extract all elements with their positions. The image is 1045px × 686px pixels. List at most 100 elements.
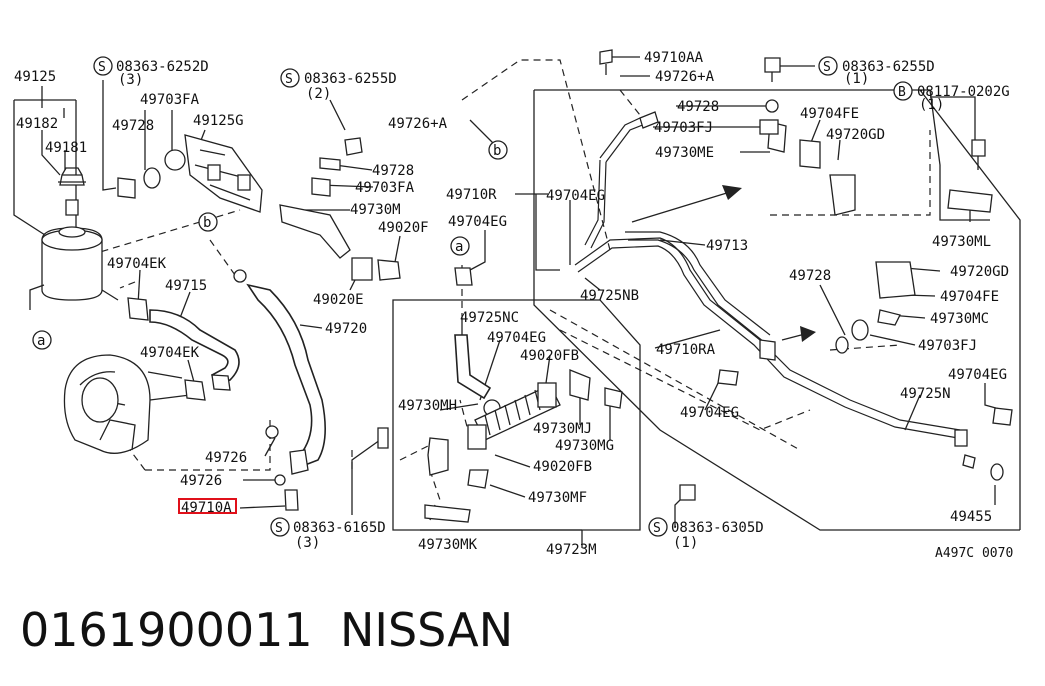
label-49730M[interactable]: 49730M [350,202,401,218]
label-08363-6255D-b[interactable]: 08363-6255D [842,59,935,75]
label-49725NB[interactable]: 49725NB [580,288,639,304]
label-49730MH[interactable]: 49730MH [398,398,457,414]
label-qty-1a: (1) [844,71,869,87]
label-49730MJ[interactable]: 49730MJ [533,421,592,437]
label-49125[interactable]: 49125 [14,69,56,85]
label-49704EG-e[interactable]: 49704EG [948,367,1007,383]
right-hardware [679,121,1013,501]
label-49125G[interactable]: 49125G [193,113,244,129]
marker-s-5: S [648,517,668,537]
highlight-box [178,498,237,514]
label-49720GD-b[interactable]: 49720GD [950,264,1009,280]
label-49730MG[interactable]: 49730MG [555,438,614,454]
label-49726-a[interactable]: 49726 [205,450,247,466]
label-49726A-b[interactable]: 49726+A [655,69,715,85]
marker-b-3: B [893,81,913,101]
marker-s-3: S [818,56,838,76]
label-49704EG-b[interactable]: 49704EG [487,330,546,346]
svg-text:b: b [203,215,211,231]
svg-text:S: S [653,521,661,536]
label-49703FJ-a[interactable]: 49703FJ [654,120,713,136]
pump-assembly [63,354,191,454]
label-49725NC[interactable]: 49725NC [460,310,519,326]
small-clamps [117,149,389,511]
label-49703FJ-b[interactable]: 49703FJ [918,338,977,354]
label-qty-2: (2) [306,86,331,102]
label-08117-0202G[interactable]: 08117-0202G [917,84,1010,100]
svg-text:b: b [493,143,501,159]
bracket-49125G [184,134,263,213]
svg-text:S: S [275,521,283,536]
label-49020E[interactable]: 49020E [313,292,364,308]
label-49710R[interactable]: 49710R [446,187,497,203]
label-49730ME[interactable]: 49730ME [655,145,714,161]
label-49728-d[interactable]: 49728 [789,268,831,284]
part-labels: 49125 49182 49181 08363-6252D (3) 49703F… [14,50,1010,558]
label-49720[interactable]: 49720 [325,321,367,337]
label-qty-3a: (3) [118,72,143,88]
label-49730ML[interactable]: 49730ML [932,234,991,250]
label-49704FE-b[interactable]: 49704FE [940,289,999,305]
label-49704EK-a[interactable]: 49704EK [107,256,167,272]
center-parts [424,267,623,523]
svg-text:a: a [455,239,463,255]
marker-b-2: b [488,140,508,160]
marker-a-1: a [32,330,52,350]
label-49715[interactable]: 49715 [165,278,207,294]
label-49720GD-a[interactable]: 49720GD [826,127,885,143]
svg-text:S: S [285,72,293,87]
label-49020F[interactable]: 49020F [378,220,429,236]
pipes-49713 [574,111,1004,481]
label-49710RA[interactable]: 49710RA [656,342,716,358]
reservoir-tank [29,167,119,310]
label-49725N[interactable]: 49725N [900,386,951,402]
label-49704EG-a[interactable]: 49704EG [448,214,507,230]
svg-text:a: a [37,333,45,349]
label-49704EK-b[interactable]: 49704EK [140,345,200,361]
label-49181[interactable]: 49181 [45,140,87,156]
label-49726A[interactable]: 49726+A [388,116,448,132]
svg-text:S: S [98,60,106,75]
label-49730MF[interactable]: 49730MF [528,490,587,506]
fittings-49703FA [279,137,401,281]
arrows [631,185,816,342]
label-49728-b[interactable]: 49728 [372,163,414,179]
label-49020FB-b[interactable]: 49020FB [533,459,592,475]
label-49726-b[interactable]: 49726 [180,473,222,489]
marker-a-2: a [450,236,470,256]
label-49182[interactable]: 49182 [16,116,58,132]
hose-49720 [233,269,326,475]
marker-s-4: S [270,517,290,537]
bolts [599,49,986,170]
label-08363-6252D[interactable]: 08363-6252D [116,59,209,75]
label-49713[interactable]: 49713 [706,238,748,254]
reference-code: A497C 0070 [935,546,1013,561]
label-qty-1c: (1) [673,535,698,551]
label-49730MK[interactable]: 49730MK [418,537,478,553]
label-49730MC[interactable]: 49730MC [930,311,989,327]
label-49704EG-d[interactable]: 49704EG [680,405,739,421]
label-49704EG-c[interactable]: 49704EG [546,188,605,204]
label-49703FA-b[interactable]: 49703FA [355,180,415,196]
label-49728-a[interactable]: 49728 [112,118,154,134]
marker-s-2: S [280,68,300,88]
label-49728-c[interactable]: 49728 [677,99,719,115]
label-49704FE-a[interactable]: 49704FE [800,106,859,122]
marker-s-1: S [93,56,113,76]
brand-name: NISSAN [340,603,513,657]
svg-text:S: S [823,60,831,75]
label-08363-6255D-a[interactable]: 08363-6255D [304,71,397,87]
label-49710AA[interactable]: 49710AA [644,50,704,66]
label-49455[interactable]: 49455 [950,509,992,525]
label-qty-3b: (3) [295,535,320,551]
marker-b-1: b [198,212,218,232]
label-08363-6305D[interactable]: 08363-6305D [671,520,764,536]
label-qty-1b: (1) [919,97,944,113]
label-49723M[interactable]: 49723M [546,542,597,558]
svg-text:B: B [898,85,906,100]
label-08363-6165D[interactable]: 08363-6165D [293,520,386,536]
label-49020FB-a[interactable]: 49020FB [520,348,579,364]
part-number: 0161900011 [20,603,313,657]
label-49703FA[interactable]: 49703FA [140,92,200,108]
